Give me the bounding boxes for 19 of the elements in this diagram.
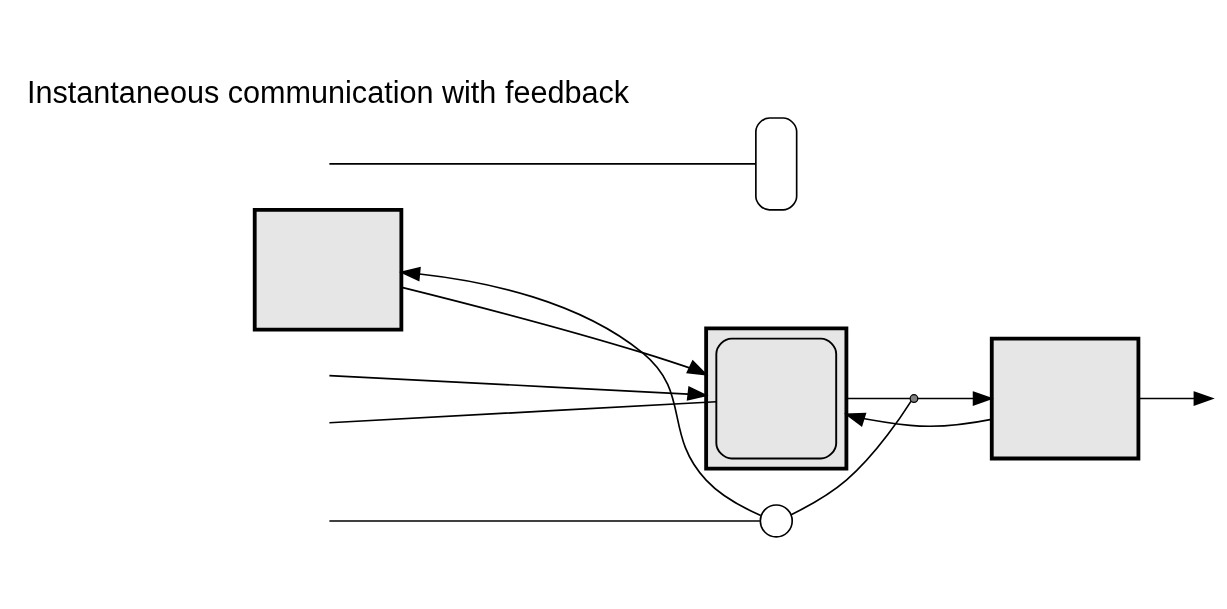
connector	[328, 163, 757, 165]
connector	[328, 520, 761, 522]
arrow	[401, 286, 709, 376]
arrow	[1137, 391, 1215, 406]
connector	[845, 397, 911, 400]
arrow	[328, 374, 709, 401]
connector	[328, 400, 718, 424]
label: Instantaneous communication with feedback	[27, 74, 630, 109]
cluster	[704, 326, 849, 471]
node-box	[989, 336, 1141, 461]
arrow	[917, 391, 994, 406]
arrow	[844, 412, 993, 428]
arrow	[399, 266, 762, 517]
node-dot	[909, 394, 919, 403]
node-capsule	[755, 117, 798, 211]
node-box	[252, 207, 404, 332]
connector	[790, 400, 912, 516]
node-box	[715, 337, 838, 460]
node-circle	[759, 504, 794, 538]
